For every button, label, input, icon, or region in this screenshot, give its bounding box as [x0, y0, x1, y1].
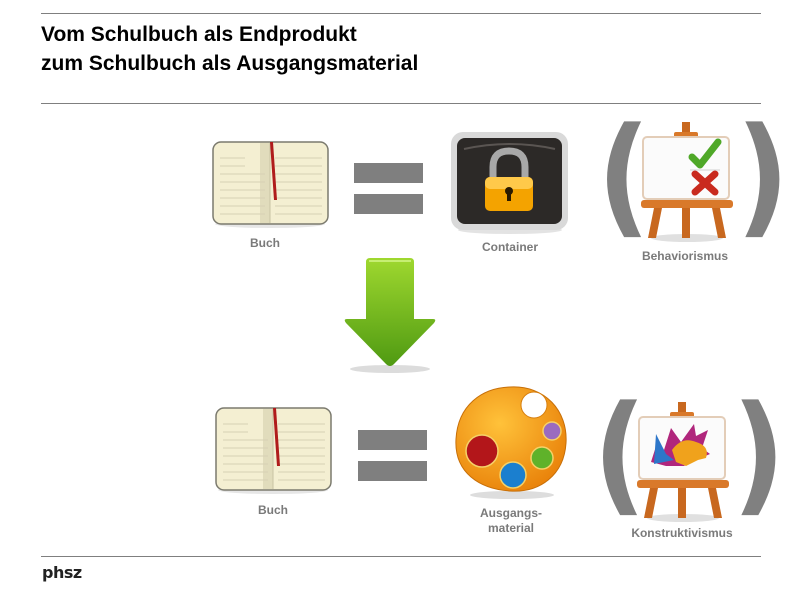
title-line-2: zum Schulbuch als Ausgangsmaterial	[41, 52, 419, 75]
footer-rule	[41, 556, 761, 557]
book-icon-bottom	[213, 406, 333, 496]
easel-checklist-icon	[640, 120, 734, 242]
label-buch-bottom: Buch	[258, 503, 288, 517]
label-ausgangsmaterial: Ausgangs- material	[461, 506, 561, 536]
label-ausgangsmaterial-line1: Ausgangs-	[479, 506, 542, 520]
label-container: Container	[481, 240, 538, 254]
book-icon-top	[210, 140, 330, 230]
title-line-1: Vom Schulbuch als Endprodukt	[41, 23, 357, 46]
padlock-icon	[450, 131, 570, 235]
paren-open-bottom: (	[592, 377, 647, 529]
label-konstruktivismus: Konstruktivismus	[631, 526, 733, 540]
footer-logo: phsz	[42, 563, 82, 582]
equals-sign-top-bar1	[354, 163, 423, 183]
equals-sign-bottom-bar1	[358, 430, 427, 450]
easel-painting-icon	[636, 400, 730, 522]
arrow-down-icon	[340, 256, 440, 376]
equals-sign-top-bar2	[354, 194, 423, 214]
paren-close-top: )	[735, 99, 790, 251]
slide-title: Vom Schulbuch als Endprodukt zum Schulbu…	[41, 20, 418, 78]
label-buch-top: Buch	[250, 236, 280, 250]
equals-sign-bottom-bar2	[358, 461, 427, 481]
label-ausgangsmaterial-line2: material	[487, 521, 535, 535]
paren-open-top: (	[596, 99, 651, 251]
paren-close-bottom: )	[731, 377, 786, 529]
paint-palette-icon	[450, 383, 570, 501]
label-behaviorismus: Behaviorismus	[641, 249, 729, 263]
top-rule	[41, 13, 761, 14]
title-underline-rule	[41, 103, 761, 104]
